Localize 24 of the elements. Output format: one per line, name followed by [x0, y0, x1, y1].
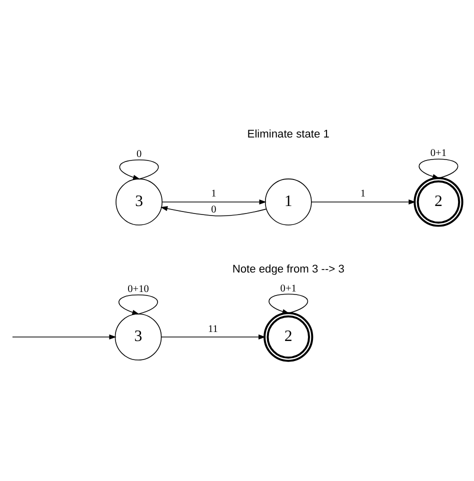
arrow — [418, 158, 458, 179]
edge-label: 0+1 — [280, 283, 296, 294]
edge-label: 0+1 — [430, 148, 447, 160]
edge-label: 0+10 — [128, 284, 149, 296]
edge-label: 11 — [208, 324, 218, 335]
node-circle: 3 — [114, 314, 162, 360]
edge-label: 1 — [211, 188, 216, 200]
arrow — [311, 199, 416, 204]
arrow — [268, 294, 308, 314]
arrow — [162, 199, 266, 204]
label: Eliminate state 1 — [247, 128, 330, 140]
arrow — [119, 159, 159, 180]
edge-label: 0 — [211, 204, 216, 216]
label: Note edge from 3 --> 3 — [232, 263, 344, 276]
arrow — [12, 334, 116, 340]
node-circle: 1 — [264, 178, 312, 226]
arrow — [160, 206, 267, 216]
node-circle: 2 — [414, 177, 464, 227]
node-circle: 2 — [264, 312, 314, 362]
arrow — [161, 334, 266, 340]
arrow — [118, 294, 158, 315]
edge-label: 0 — [136, 149, 142, 160]
edge-label: 1 — [360, 188, 366, 200]
node-circle: 3 — [116, 178, 162, 226]
